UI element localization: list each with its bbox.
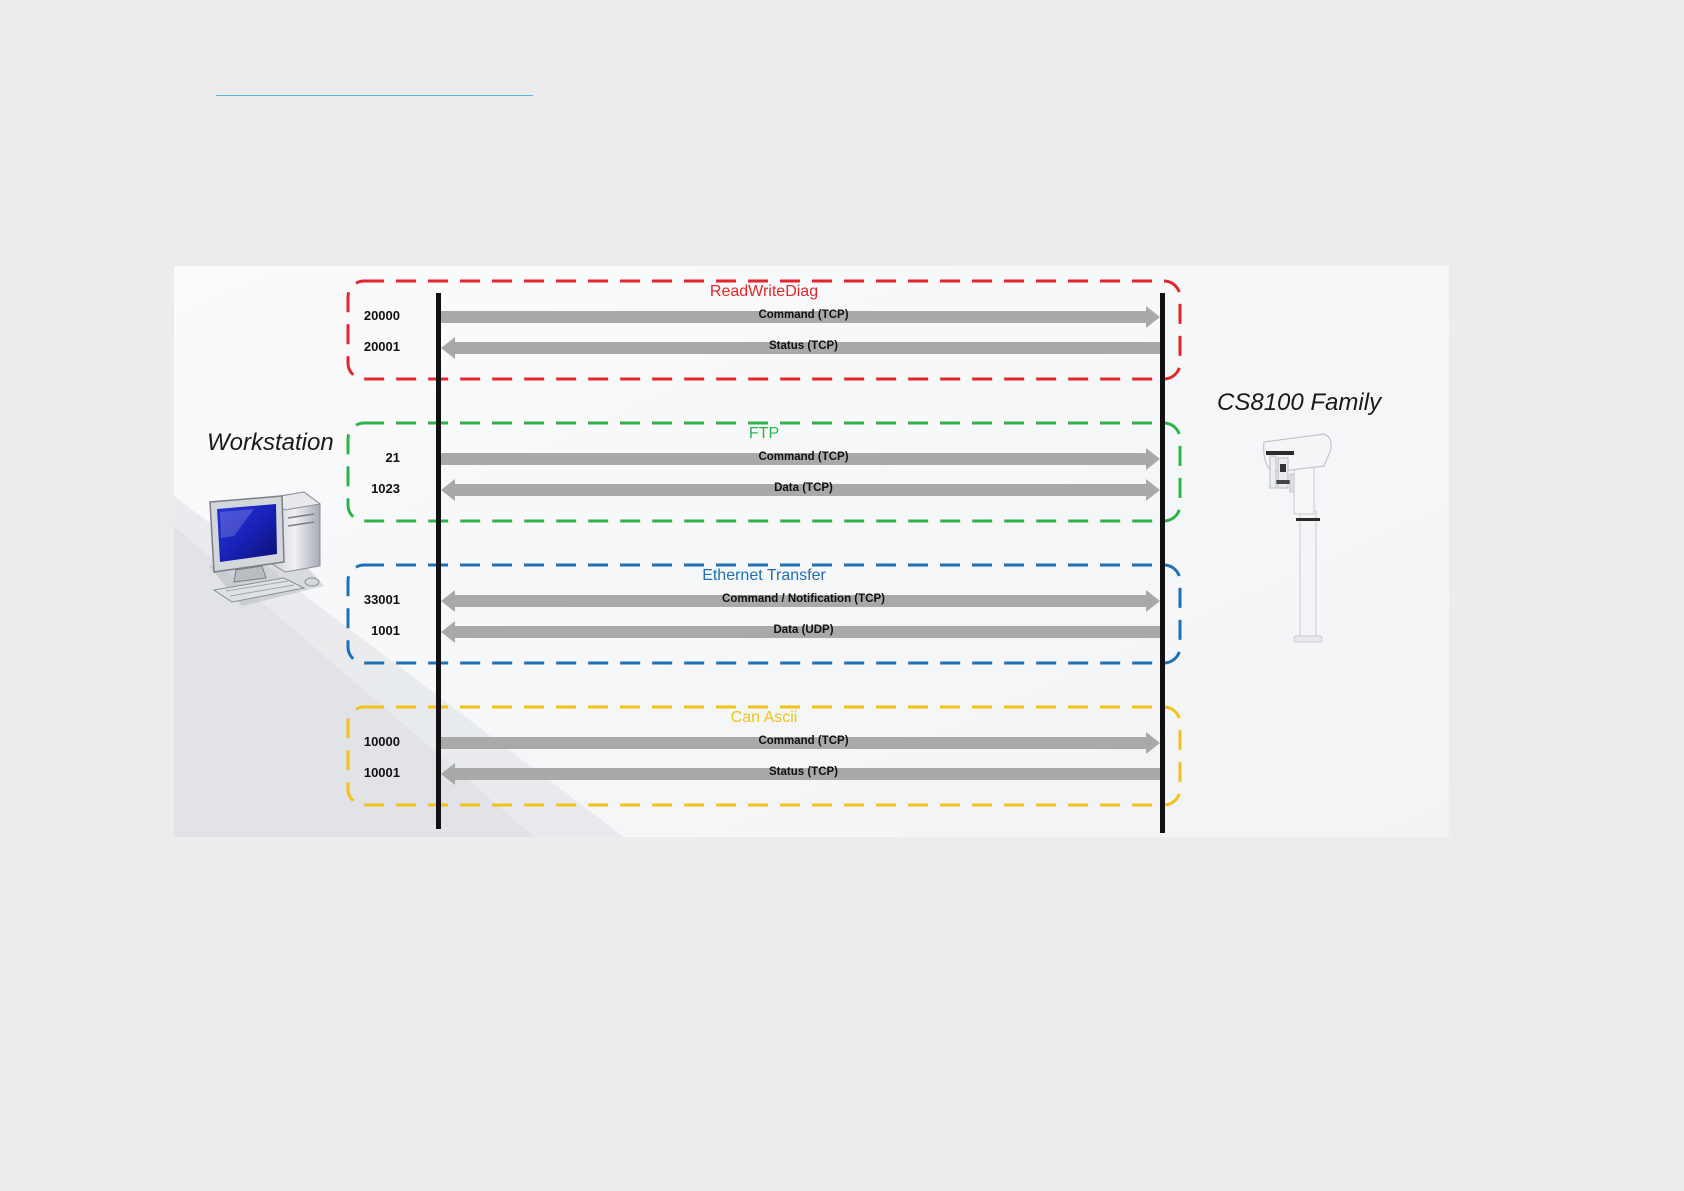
flow-label: Command (TCP)	[758, 309, 848, 321]
flow-label: Command / Notification (TCP)	[722, 593, 885, 605]
port-number: 21	[340, 450, 400, 465]
flow-label: Command (TCP)	[758, 451, 848, 463]
flow-label: Status (TCP)	[769, 340, 838, 352]
port-number: 1023	[340, 481, 400, 496]
flow-label: Status (TCP)	[769, 766, 838, 778]
flow-label: Data (TCP)	[774, 482, 833, 494]
network-diagram: Workstation CS8100 Family ReadWriteDiag 2…	[174, 266, 1449, 837]
flow-label: Data (UDP)	[773, 624, 833, 636]
device-lifeline	[1160, 293, 1165, 833]
group-title-readwritediag: ReadWriteDiag	[710, 283, 818, 301]
port-number: 10000	[340, 734, 400, 749]
flow-label: Command (TCP)	[758, 735, 848, 747]
port-number: 20001	[340, 339, 400, 354]
group-title-can-ascii: Can Ascii	[731, 709, 798, 727]
top-link-underline	[216, 95, 533, 96]
computer-icon	[209, 492, 324, 606]
device-title: CS8100 Family	[1217, 389, 1381, 417]
workstation-title: Workstation	[207, 429, 334, 457]
workstation-lifeline	[436, 293, 441, 829]
port-number: 10001	[340, 765, 400, 780]
port-number: 20000	[340, 308, 400, 323]
port-number: 33001	[340, 592, 400, 607]
port-number: 1001	[340, 623, 400, 638]
group-title-ethernet-transfer: Ethernet Transfer	[702, 567, 826, 585]
group-title-ftp: FTP	[749, 425, 779, 443]
